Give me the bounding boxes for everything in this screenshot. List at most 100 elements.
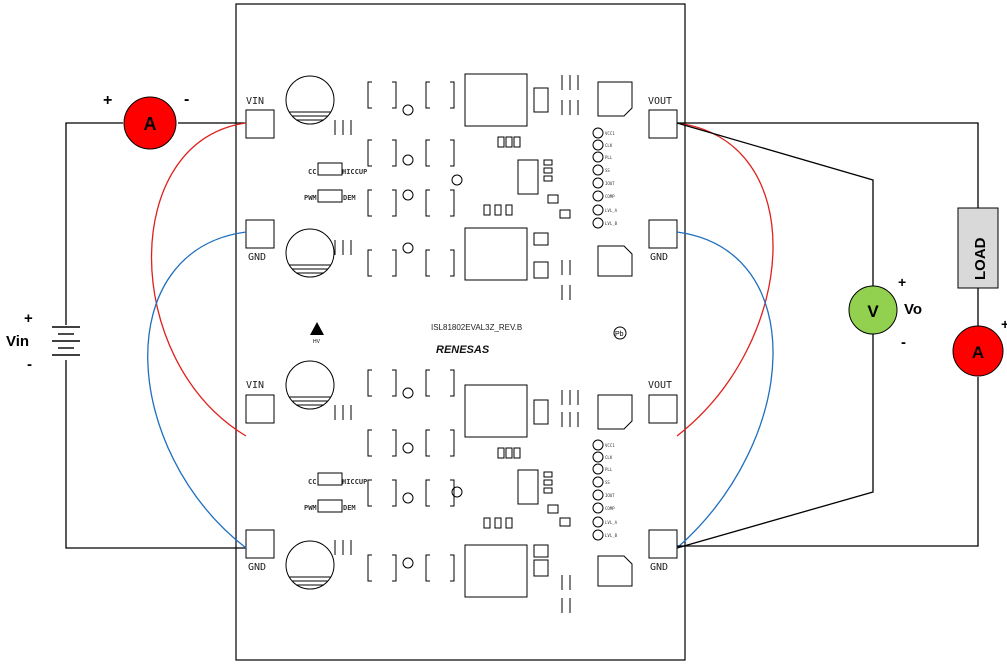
output-capacitor-3: [597, 394, 633, 430]
pad-vout-bottom: [648, 394, 678, 424]
svg-text:VCC1: VCC1: [605, 443, 615, 448]
svg-text:CLK: CLK: [605, 455, 613, 460]
wire-gnd-jumper-right: [676, 231, 774, 549]
inductor-3: [464, 384, 528, 438]
high-voltage-icon: HV: [310, 322, 324, 345]
svg-text:PLL: PLL: [605, 155, 613, 160]
svg-text:Pb: Pb: [615, 331, 624, 338]
label-vout-bottom: VOUT: [648, 380, 672, 391]
wire-ammeter-return: [677, 377, 979, 547]
ammeter-input-symbol: A: [144, 114, 157, 134]
inductors: [464, 73, 528, 598]
input-capacitor-1: [285, 75, 335, 125]
wire-input-positive: [65, 122, 123, 325]
voltage-source: + Vin -: [6, 310, 80, 373]
renesas-logo: RENESAS: [436, 344, 490, 356]
evaluation-board: VIN GND VOUT GND VIN GND VOUT GND: [235, 3, 686, 661]
test-point-labels-bottom: VCC1 CLK PLL SS IOUT COMP LVL_A LVL_B: [605, 443, 618, 538]
label-hiccup-bottom: HICCUP: [342, 478, 367, 486]
wire-input-return: [65, 360, 246, 549]
input-capacitor-4: [285, 540, 335, 590]
svg-text:SS: SS: [605, 480, 610, 485]
ammeter-input-body: [123, 96, 177, 150]
wire-gnd-jumper-left: [147, 231, 247, 549]
label-pwm-top: PWM: [304, 194, 317, 202]
wire-voltmeter-positive: [676, 122, 874, 286]
load: LOAD: [957, 207, 999, 289]
label-gnd-top-right: GND: [650, 252, 668, 263]
voltmeter-label: Vo: [904, 301, 922, 318]
ammeter-input: A + -: [103, 91, 189, 150]
pad-gnd-bottom-right: [648, 529, 678, 559]
load-label: LOAD: [972, 237, 989, 280]
source-plus: +: [24, 310, 33, 327]
voltmeter-plus: +: [898, 274, 906, 290]
label-gnd-bottom-right: GND: [650, 562, 668, 573]
svg-text:HV: HV: [313, 339, 321, 345]
voltmeter-output: V + Vo -: [848, 274, 922, 351]
ammeter-input-plus: +: [103, 92, 112, 109]
controller-cluster-bottom: [483, 399, 571, 577]
pad-gnd-bottom-left: [245, 529, 275, 559]
label-cc-bottom: CC: [308, 478, 316, 486]
svg-text:LVL_B: LVL_B: [605, 221, 618, 226]
svg-text:IOUT: IOUT: [605, 181, 615, 186]
svg-text:IOUT: IOUT: [605, 493, 615, 498]
controller-ic-top: [517, 159, 539, 195]
svg-text:VCC1: VCC1: [605, 131, 615, 136]
label-hiccup-top: HICCUP: [342, 168, 367, 176]
svg-text:LVL_A: LVL_A: [605, 208, 618, 213]
jumpers-top: CC HICCUP PWM DEM: [304, 162, 367, 203]
pb-free-mark: Pb: [613, 326, 627, 340]
input-capacitors: [285, 75, 335, 590]
label-vin-top: VIN: [246, 96, 264, 107]
test-point-column-bottom: [592, 439, 604, 541]
pad-gnd-top-right: [648, 219, 678, 249]
inductor-4: [464, 544, 528, 598]
svg-text:SS: SS: [605, 168, 610, 173]
svg-text:LVL_A: LVL_A: [605, 520, 618, 525]
label-cc-top: CC: [308, 168, 316, 176]
label-vout-top: VOUT: [648, 96, 672, 107]
label-vin-bottom: VIN: [246, 380, 264, 391]
wire-vin-jumper: [151, 122, 247, 437]
jumpers-bottom: CC HICCUP PWM DEM: [304, 472, 367, 513]
svg-text:CLK: CLK: [605, 143, 613, 148]
svg-text:COMP: COMP: [605, 194, 615, 199]
ammeter-output-body: [952, 325, 1004, 377]
source-label: Vin: [6, 333, 29, 350]
ammeter-output-plus: +: [1001, 316, 1007, 332]
output-capacitor-1: [597, 81, 633, 117]
svg-text:LVL_B: LVL_B: [605, 533, 618, 538]
voltmeter-body: [848, 285, 898, 335]
inductor-2: [464, 227, 528, 281]
svg-text:COMP: COMP: [605, 506, 615, 511]
pad-vin-bottom: [245, 394, 275, 424]
output-capacitor-2: [597, 245, 633, 277]
test-point-labels-top: VCC1 CLK PLL SS IOUT COMP LVL_A LVL_B: [605, 131, 618, 226]
ammeter-output-symbol: A: [972, 343, 984, 362]
inductor-1: [464, 73, 528, 127]
label-gnd-top-left: GND: [248, 252, 266, 263]
label-pwm-bottom: PWM: [304, 504, 317, 512]
voltmeter-symbol: V: [867, 302, 879, 321]
output-capacitor-4: [597, 555, 633, 587]
mosfet-footprints: [367, 81, 455, 582]
output-capacitors: [597, 81, 633, 587]
load-body: [957, 207, 999, 289]
input-capacitor-2: [285, 228, 335, 278]
pad-vin-top: [245, 109, 275, 139]
wire-voltmeter-negative: [676, 334, 874, 549]
controller-cluster-top: [483, 87, 571, 279]
pad-vout-top: [648, 109, 678, 139]
board-outline: [235, 3, 686, 661]
test-point-column-top: [592, 127, 604, 229]
label-gnd-bottom-left: GND: [248, 562, 266, 573]
input-capacitor-3: [285, 360, 335, 410]
voltmeter-minus: -: [901, 334, 906, 351]
ammeter-input-minus: -: [184, 91, 189, 108]
ceramic-capacitors: [334, 75, 579, 613]
wire-vout-to-load: [677, 122, 979, 208]
